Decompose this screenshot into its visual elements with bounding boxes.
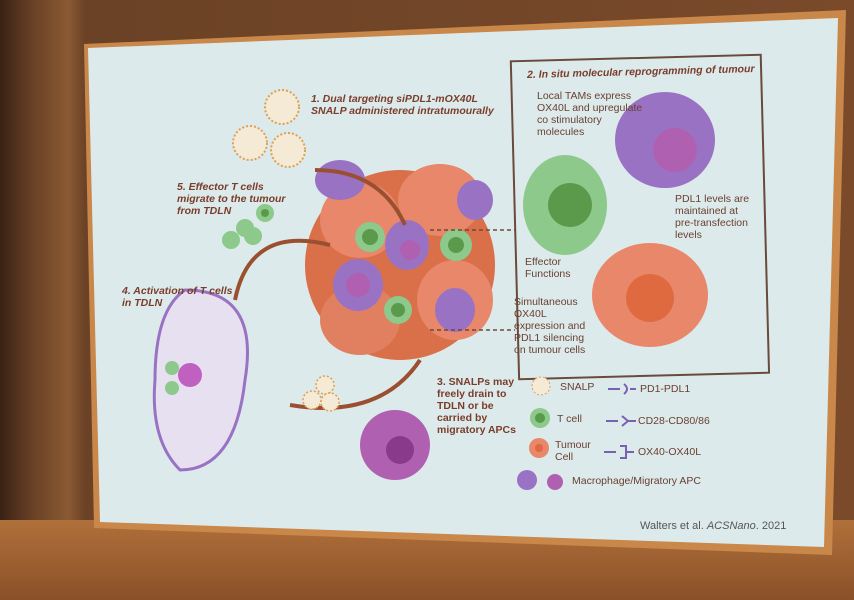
text-line: levels — [675, 229, 702, 241]
step5-line: migrate to the tumour — [177, 193, 286, 205]
citation-journal: ACSNano — [706, 520, 756, 532]
text-line: PDL1 levels are — [675, 193, 750, 205]
text-line: expression and — [514, 320, 586, 332]
migrating-t-cells — [222, 204, 274, 249]
step3-label: 3. SNALPs may freely drain to TDLN or be… — [437, 376, 516, 436]
text-line: OX40L and upregulate — [537, 102, 643, 114]
text-line: Simultaneous — [514, 296, 578, 308]
text-line: on tumour cells — [514, 344, 586, 356]
text-line: Cell — [555, 451, 574, 463]
draining-snalps — [302, 375, 340, 412]
legend-cd28-label: CD28-CD80/86 — [638, 415, 710, 427]
legend-macrophage-label: Macrophage/Migratory APC — [572, 475, 701, 487]
inset-tams-text: Local TAMs express OX40L and upregulate … — [537, 90, 642, 138]
step3-line: TDLN or be — [437, 400, 494, 412]
arrow-to-tumour — [314, 168, 407, 226]
legend-snalp-label: SNALP — [560, 381, 595, 393]
step5-label: 5. Effector T cells migrate to the tumou… — [177, 181, 286, 217]
text-line: co stimulatory — [537, 114, 602, 126]
inset-pdl1-text: PDL1 levels are maintained at pre-transf… — [675, 193, 749, 241]
step1-line: SNALP administered intratumourally — [311, 105, 494, 117]
legend-ox40-label: OX40-OX40L — [638, 446, 702, 458]
text-line: molecules — [537, 126, 585, 138]
text-line: Tumour — [555, 439, 591, 451]
step1-label: 1. Dual targeting siPDL1-mOX40L SNALP ad… — [311, 93, 494, 117]
step1-line: 1. Dual targeting siPDL1-mOX40L — [311, 93, 478, 105]
apc-legend-icon — [547, 474, 563, 490]
step5-line: 5. Effector T cells — [177, 181, 264, 193]
text-line: Effector — [525, 256, 561, 268]
citation-authors: Walters et al. — [640, 520, 707, 532]
inset-box — [509, 53, 771, 381]
text-line: Local TAMs express — [537, 90, 632, 102]
citation: Walters et al. ACSNano. 2021 — [640, 520, 786, 532]
text-line: Functions — [525, 268, 571, 280]
lymph-node — [152, 288, 249, 472]
step3-line: carried by — [437, 412, 488, 424]
tumour-mass — [305, 160, 495, 360]
inset-effector-text: Effector Functions — [525, 256, 571, 280]
snalp-group-icon — [232, 89, 306, 168]
macrophage-legend-icon — [517, 470, 537, 490]
text-line: pre-transfection — [675, 217, 748, 229]
legend-tumour-label: Tumour Cell — [555, 439, 591, 463]
snalp-legend-icon — [531, 376, 551, 396]
legend-pd1-label: PD1-PDL1 — [640, 383, 691, 395]
step3-line: migratory APCs — [437, 424, 516, 436]
migratory-apc — [360, 410, 430, 480]
step4-label: 4. Activation of T cells in TDLN — [122, 285, 232, 309]
step5-line: from TDLN — [177, 205, 232, 217]
text-line: maintained at — [675, 205, 739, 217]
step4-line: 4. Activation of T cells — [122, 285, 233, 297]
receptor-legend-icons — [604, 383, 636, 459]
step3-line: freely drain to — [437, 388, 507, 400]
step4-line: in TDLN — [122, 297, 163, 309]
text-line: PDL1 silencing — [514, 332, 585, 344]
legend-tcell-label: T cell — [557, 413, 582, 425]
citation-year: . 2021 — [755, 520, 787, 532]
text-line: OX40L — [514, 308, 547, 320]
inset-simultaneous-text: Simultaneous OX40L expression and PDL1 s… — [514, 296, 585, 356]
arrow-t-cells-to-tumour — [233, 238, 331, 301]
step3-line: 3. SNALPs may — [437, 376, 515, 388]
